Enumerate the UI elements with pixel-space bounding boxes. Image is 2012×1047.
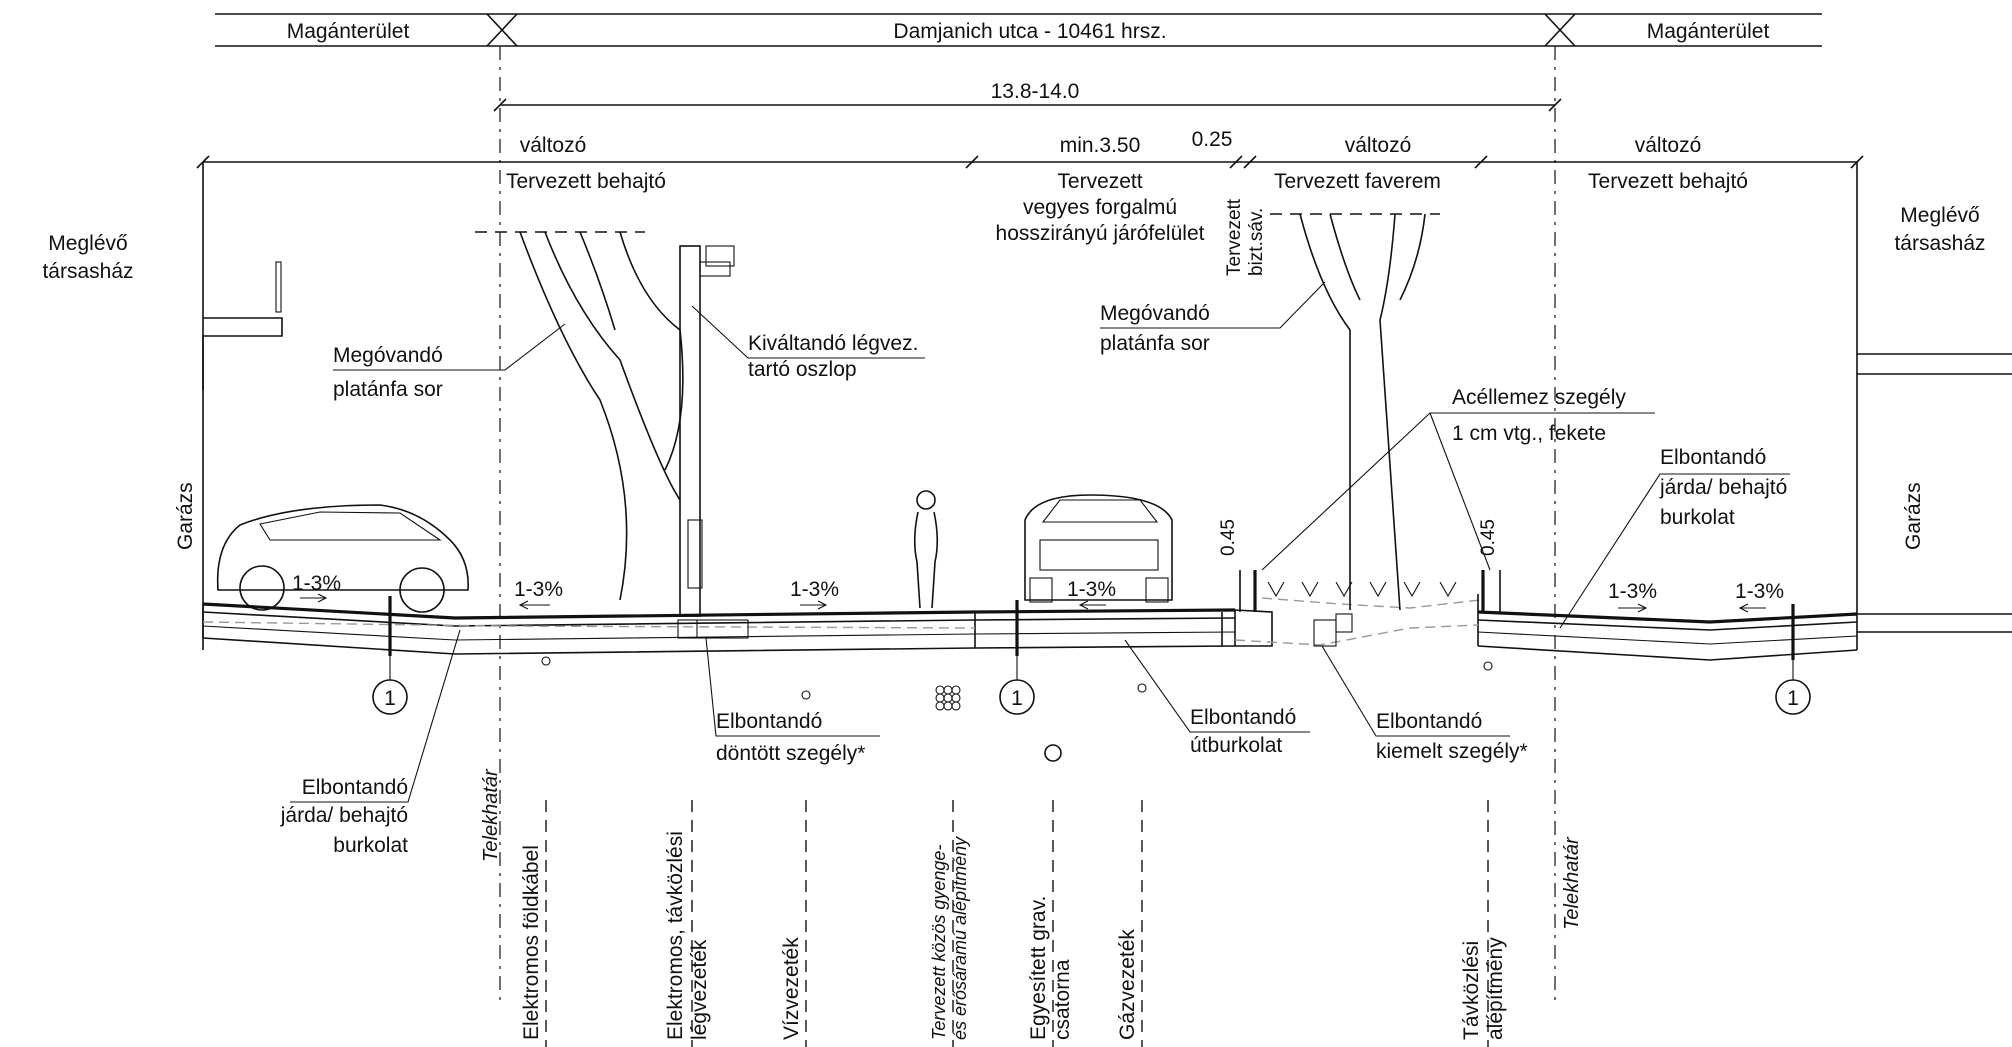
demolish-right-line2: járda/ behajtó bbox=[1659, 476, 1787, 499]
building-right-line2: társasház bbox=[1894, 232, 1985, 255]
utility-2-line2: légvezeték bbox=[688, 939, 711, 1040]
utility-lines bbox=[545, 800, 1489, 1047]
dim-total-label: 13.8-14.0 bbox=[991, 80, 1080, 103]
dim-seg3: 0.25 bbox=[1192, 128, 1233, 151]
curb-dim-right: 0.45 bbox=[1478, 519, 1499, 556]
marker-1: 1 bbox=[384, 687, 396, 710]
tree-right bbox=[1270, 213, 1440, 611]
road-surface-line2: útburkolat bbox=[1190, 734, 1282, 757]
road-surface-line1: Elbontandó bbox=[1190, 706, 1296, 729]
callouts: Megóvandó platánfa sor Kiváltandó légvez… bbox=[280, 281, 1790, 857]
marker-2: 1 bbox=[1011, 687, 1023, 710]
dim-seg5: változó bbox=[1635, 134, 1702, 157]
steel-edge-line1: Acéllemez szegély bbox=[1452, 386, 1626, 409]
pedestrian bbox=[913, 490, 939, 609]
dimension-segments: változó min.3.50 0.25 változó változó bbox=[196, 128, 1864, 390]
property-header: Magánterület Damjanich utca - 10461 hrsz… bbox=[215, 13, 1822, 47]
dim-seg1: változó bbox=[520, 134, 587, 157]
utility-2-line1: Elektromos, távközlési bbox=[664, 831, 687, 1040]
zone-5: Tervezett behajtó bbox=[1588, 170, 1748, 193]
marker-3: 1 bbox=[1787, 687, 1799, 710]
zone-2-line2: vegyes forgalmú bbox=[1023, 196, 1177, 219]
pole-line1: Kiváltandó légvez. bbox=[748, 332, 918, 355]
demolish-left-line3: burkolat bbox=[333, 834, 408, 857]
dimension-total: 13.8-14.0 bbox=[493, 80, 1562, 112]
slope-1: 1-3% bbox=[292, 572, 341, 595]
building-left: Meglévő társasház Garázs bbox=[42, 232, 283, 650]
slope-4: 1-3% bbox=[1067, 578, 1116, 601]
utility-1: Elektromos földkábel bbox=[520, 845, 543, 1040]
tree-left-line1: Megóvandó bbox=[333, 344, 443, 367]
car-left bbox=[216, 504, 469, 613]
zone-3-line1: Tervezett bbox=[1224, 198, 1245, 276]
utility-labels: Telekhatár Telekhatár Elektromos földkáb… bbox=[480, 768, 1583, 1040]
demolish-left-line1: Elbontandó bbox=[302, 776, 408, 799]
zone-2-line1: Tervezett bbox=[1057, 170, 1142, 193]
header-center: Damjanich utca - 10461 hrsz. bbox=[893, 20, 1166, 43]
zone-2-line3: hosszirányú járófelület bbox=[996, 222, 1205, 245]
building-right-line1: Meglévő bbox=[1900, 204, 1979, 227]
curb-tilted-line2: döntött szegély* bbox=[716, 742, 865, 765]
utility-5-line2: csatorna bbox=[1051, 959, 1074, 1040]
demolish-right-line3: burkolat bbox=[1660, 506, 1735, 529]
pole-line2: tartó oszlop bbox=[748, 358, 857, 381]
slope-2: 1-3% bbox=[514, 578, 563, 601]
utility-5-line1: Egyesített grav. bbox=[1027, 896, 1050, 1040]
building-left-line1: Meglévő bbox=[48, 232, 127, 255]
utility-6: Gázvezeték bbox=[1116, 929, 1139, 1040]
slope-3: 1-3% bbox=[790, 578, 839, 601]
slope-5: 1-3% bbox=[1608, 580, 1657, 603]
utility-7-line2: alépítmény bbox=[1484, 937, 1507, 1040]
steel-edge-line2: 1 cm vtg., fekete bbox=[1452, 422, 1606, 445]
header-right: Magánterület bbox=[1647, 20, 1770, 43]
curb-tilted-line1: Elbontandó bbox=[716, 710, 822, 733]
building-left-line2: társasház bbox=[42, 260, 133, 283]
curb-dim-left: 0.45 bbox=[1218, 519, 1239, 556]
curb-raised-line1: Elbontandó bbox=[1376, 710, 1482, 733]
demolish-left-line2: járda/ behajtó bbox=[280, 804, 408, 827]
tree-left-line2: platánfa sor bbox=[333, 378, 443, 401]
dim-seg2: min.3.50 bbox=[1060, 134, 1141, 157]
slope-6: 1-3% bbox=[1735, 580, 1784, 603]
utility-4-line1: Tervezett közös gyenge- bbox=[929, 845, 949, 1040]
curb-raised-line2: kiemelt szegély* bbox=[1376, 740, 1528, 763]
utility-4-line2: és erősáramú alépítmény bbox=[950, 836, 970, 1040]
utility-symbols bbox=[541, 656, 1493, 762]
car-right bbox=[1024, 494, 1173, 603]
utility-pole bbox=[679, 245, 735, 617]
header-left: Magánterület bbox=[287, 20, 410, 43]
dim-seg4: változó bbox=[1345, 134, 1412, 157]
zone-1: Tervezett behajtó bbox=[506, 170, 666, 193]
tree-right-line1: Megóvandó bbox=[1100, 302, 1210, 325]
garage-left: Garázs bbox=[174, 482, 197, 550]
telek-left: Telekhatár bbox=[480, 768, 502, 862]
utility-3: Vízvezeték bbox=[780, 937, 803, 1040]
pavement-section: 0.45 0.45 bbox=[202, 519, 2012, 661]
zone-4: Tervezett faverem bbox=[1274, 170, 1441, 193]
zone-3-line2: bizt.sáv. bbox=[1246, 208, 1267, 276]
utility-7-line1: Távközlési bbox=[1460, 941, 1483, 1040]
zone-titles: Tervezett behajtó Tervezett vegyes forga… bbox=[506, 170, 1748, 276]
demolish-right-line1: Elbontandó bbox=[1660, 446, 1766, 469]
tree-left bbox=[475, 231, 684, 601]
tree-right-line2: platánfa sor bbox=[1100, 332, 1210, 355]
section-markers: 1 1 1 bbox=[372, 656, 1811, 715]
telek-right: Telekhatár bbox=[1561, 836, 1583, 930]
building-right: Meglévő társasház Garázs bbox=[1856, 204, 2012, 650]
garage-right: Garázs bbox=[1902, 482, 1925, 550]
